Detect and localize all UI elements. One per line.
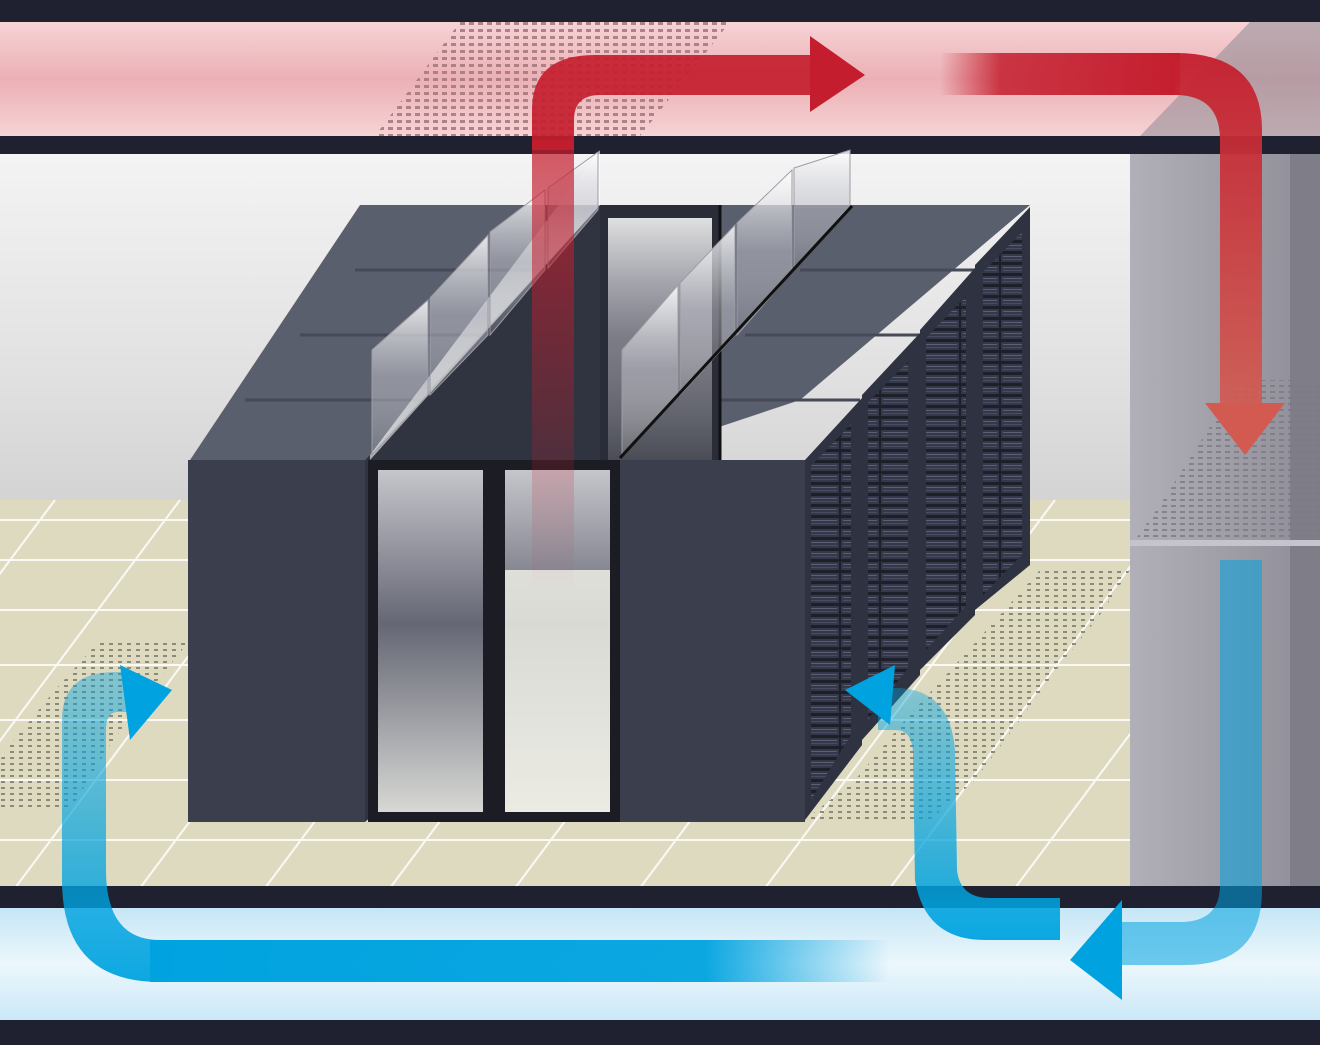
floor-tile-line	[0, 499, 181, 743]
aisle-front-doors	[368, 460, 620, 822]
aisle-door-left	[378, 470, 483, 812]
hot-air-flow	[532, 36, 1285, 590]
arrow-up-cold-icon	[120, 665, 172, 740]
arrow-up-cold-icon	[845, 665, 895, 725]
arrow-left-cold-icon	[1070, 900, 1122, 1000]
crac-intake-grille	[1135, 380, 1320, 540]
server-bay	[868, 362, 908, 720]
rack-row-right	[620, 205, 1030, 822]
crac-unit	[1130, 22, 1320, 886]
perforated-tile	[1000, 570, 1130, 615]
arrow-right-hot-icon	[810, 36, 865, 112]
server-bay	[983, 232, 1022, 595]
floor-tile-line	[0, 499, 56, 576]
cold-air-flow	[62, 560, 1262, 1000]
server-bay	[926, 296, 966, 650]
server-bay	[811, 424, 851, 800]
perforated-tile	[955, 615, 1100, 665]
perforated-tile	[905, 665, 1060, 720]
arrow-down-hot-icon	[1205, 403, 1285, 455]
